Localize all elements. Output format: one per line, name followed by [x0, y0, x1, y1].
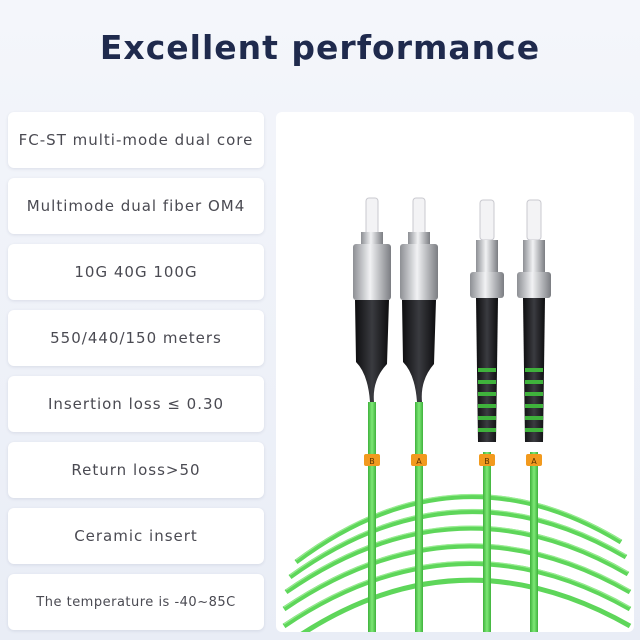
polarity-labels: B A B A [364, 454, 542, 466]
label-a-1-text: A [416, 457, 422, 466]
feature-temperature: The temperature is -40~85C [8, 574, 264, 630]
fiber-patch-cable-illustration: B A B A [282, 197, 632, 632]
cable-2 [415, 402, 423, 632]
cable-4 [530, 452, 538, 632]
fc-connector-1 [353, 197, 391, 402]
feature-ceramic-insert: Ceramic insert [8, 508, 264, 564]
st-connector-2 [517, 199, 551, 442]
label-a-2 [526, 454, 542, 466]
feature-insertion-loss: Insertion loss ≤ 0.30 [8, 376, 264, 432]
fc-connector-2 [400, 197, 438, 402]
feature-fiber-type: Multimode dual fiber OM4 [8, 178, 264, 234]
feature-distance: 550/440/150 meters [8, 310, 264, 366]
st-connector-1 [470, 199, 504, 442]
label-a-2-text: A [531, 457, 537, 466]
feature-return-loss: Return loss>50 [8, 442, 264, 498]
label-a-1 [411, 454, 427, 466]
product-image: B A B A [276, 112, 634, 632]
cable-1 [368, 402, 376, 632]
page-title: Excellent performance [99, 28, 541, 67]
cable-3 [483, 452, 491, 632]
feature-list: FC-ST multi-mode dual core Multimode dua… [8, 112, 264, 640]
feature-speed: 10G 40G 100G [8, 244, 264, 300]
feature-connector-type: FC-ST multi-mode dual core [8, 112, 264, 168]
label-b-1-text: B [369, 457, 375, 466]
label-b-2-text: B [484, 457, 490, 466]
label-b-2 [479, 454, 495, 466]
label-b-1 [364, 454, 380, 466]
cable-coil [282, 494, 632, 632]
